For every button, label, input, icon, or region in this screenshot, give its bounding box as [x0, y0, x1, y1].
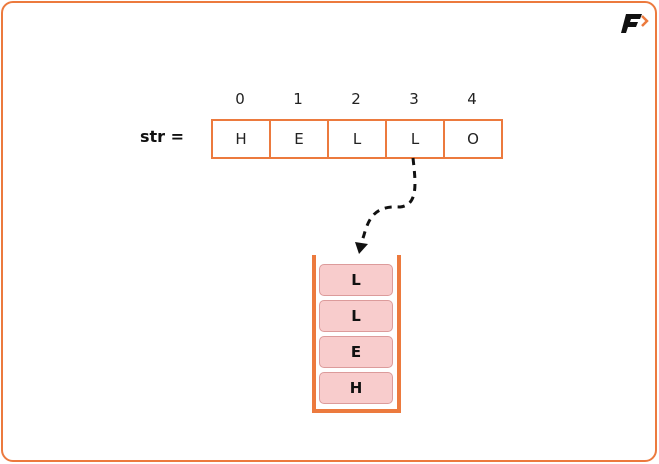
stack-container [312, 255, 401, 413]
index-label: 2 [351, 90, 361, 108]
variable-label: str = [140, 127, 185, 146]
array-cell: O [443, 119, 503, 159]
stack-item: L [319, 300, 393, 332]
index-label: 4 [467, 90, 477, 108]
stack-item: H [319, 372, 393, 404]
index-label: 1 [293, 90, 303, 108]
stack-item: E [319, 336, 393, 368]
index-label: 0 [235, 90, 245, 108]
index-label: 3 [409, 90, 419, 108]
logo-icon [621, 14, 649, 33]
stack-item: L [319, 264, 393, 296]
